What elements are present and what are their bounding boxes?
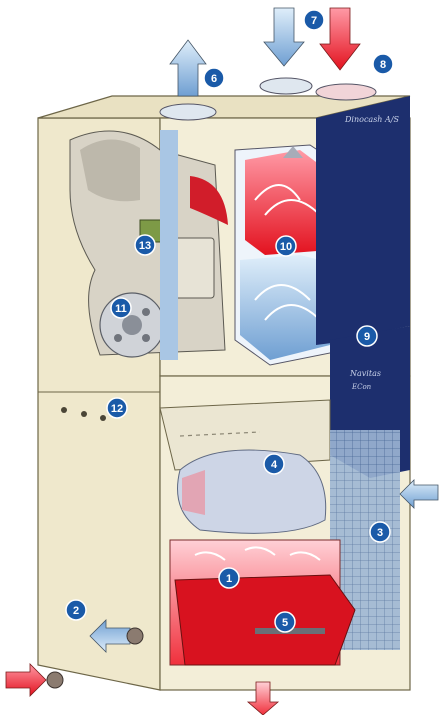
lower-panel-plate-line2: ECon — [351, 383, 372, 391]
svg-text:2: 2 — [73, 605, 79, 617]
fan-motor-bolt — [142, 308, 150, 316]
top-duct-exhaust — [160, 104, 216, 120]
callout-8: 8 — [373, 54, 393, 74]
svg-text:6: 6 — [211, 73, 217, 85]
fan-motor-hub — [122, 315, 142, 335]
callout-6: 6 — [204, 68, 224, 88]
svg-text:5: 5 — [282, 617, 288, 629]
callout-4: 4 — [264, 454, 284, 474]
callout-3: 3 — [370, 522, 390, 542]
svg-text:10: 10 — [280, 241, 292, 253]
callout-5: 5 — [275, 612, 295, 632]
upper-front-panel — [316, 96, 410, 345]
svg-text:9: 9 — [364, 331, 370, 343]
svg-text:12: 12 — [111, 403, 123, 415]
heating-tray — [175, 575, 355, 665]
fan-motor-bolt — [114, 334, 122, 342]
svg-text:11: 11 — [115, 303, 127, 315]
top-duct-supply — [316, 84, 376, 100]
svg-text:7: 7 — [311, 15, 317, 27]
side-panel-hole — [61, 407, 67, 413]
callout-1: 1 — [219, 568, 239, 588]
svg-text:4: 4 — [271, 459, 278, 471]
exhaust-air-arrow — [170, 40, 206, 96]
pipe-connector-2 — [127, 628, 143, 644]
side-panel-hole — [100, 415, 106, 421]
callout-2: 2 — [66, 600, 86, 620]
lower-panel-plate-line1: Navitas — [349, 369, 381, 378]
top-duct-fresh — [260, 78, 312, 94]
pipe-inlet-arrow — [6, 664, 46, 696]
upper-panel-plate: Dinocash A/S — [344, 115, 399, 124]
callout-7: 7 — [304, 10, 324, 30]
supply-air-arrow — [320, 8, 360, 70]
callout-11: 11 — [111, 298, 131, 318]
callout-10: 10 — [276, 236, 296, 256]
svg-text:13: 13 — [139, 240, 151, 252]
pipe-connector-1 — [47, 672, 63, 688]
svg-text:3: 3 — [377, 527, 383, 539]
callout-9: 9 — [357, 326, 377, 346]
fan-motor-bolt — [142, 334, 150, 342]
svg-text:8: 8 — [380, 59, 386, 71]
callout-13: 13 — [135, 235, 155, 255]
svg-text:1: 1 — [226, 573, 232, 585]
air-duct-blue — [160, 130, 178, 360]
fresh-air-arrow — [264, 8, 304, 66]
callout-12: 12 — [107, 398, 127, 418]
side-panel-hole — [81, 411, 87, 417]
